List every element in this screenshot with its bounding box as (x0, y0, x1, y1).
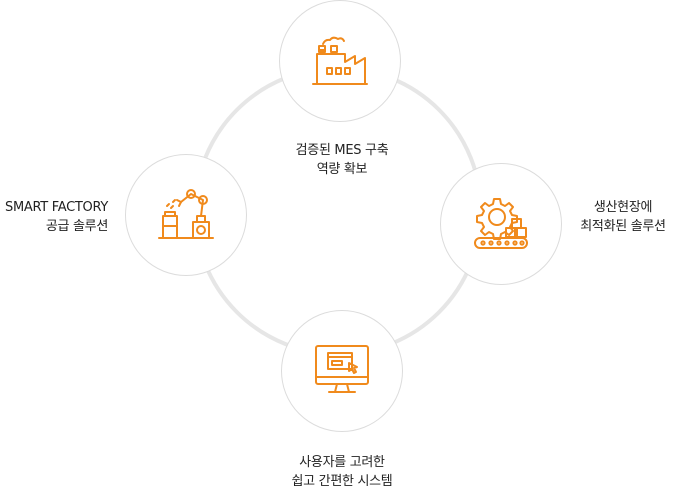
node-gear-conveyor (440, 163, 562, 285)
factory-icon (312, 36, 368, 85)
node-factory (279, 0, 401, 122)
label-line: 쉽고 간편한 시스템 (291, 474, 393, 489)
label-line: 사용자를 고려한 (299, 455, 385, 470)
label-production-site: 생산현장에 최적화된 솔루션 (572, 198, 674, 236)
label-line: 검증된 MES 구축 (295, 143, 389, 158)
label-line: SMART FACTORY (5, 200, 108, 215)
node-robot-arm (125, 154, 247, 276)
label-smart-factory: SMART FACTORY 공급 솔루션 (0, 198, 108, 236)
label-line: 공급 솔루션 (45, 219, 108, 234)
monitor-icon (315, 345, 369, 393)
label-easy-system: 사용자를 고려한 쉽고 간편한 시스템 (262, 453, 422, 491)
label-line: 최적화된 솔루션 (580, 219, 666, 234)
label-line: 생산현장에 (593, 200, 653, 215)
gear-conveyor-icon (474, 198, 528, 249)
robot-arm-icon (158, 189, 214, 239)
node-monitor (281, 310, 403, 432)
label-line: 역량 확보 (316, 162, 368, 177)
label-mes: 검증된 MES 구축 역량 확보 (262, 141, 422, 179)
